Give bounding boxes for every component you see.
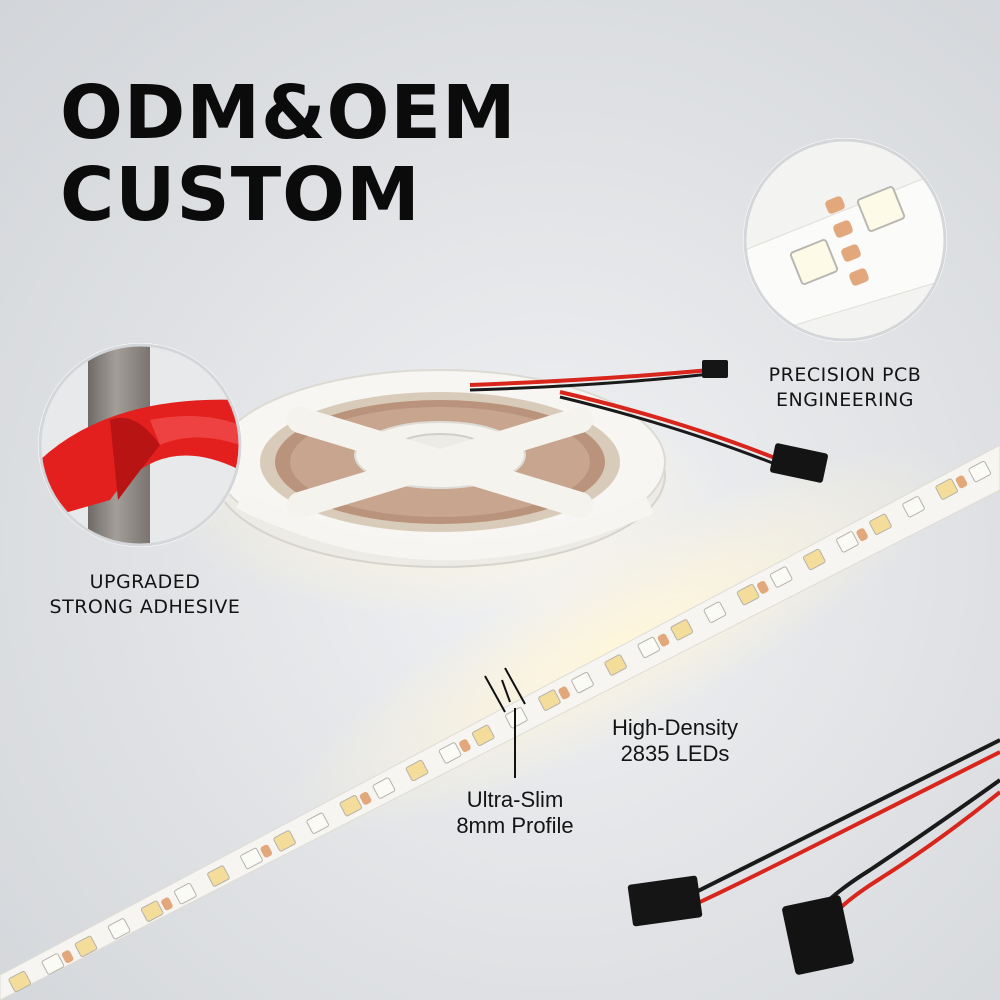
led-strip xyxy=(0,444,1000,1000)
callout-pcb-line-2: ENGINEERING xyxy=(775,389,914,411)
width-dimension-marker xyxy=(484,667,526,778)
led-chip xyxy=(306,812,329,834)
led-chip xyxy=(571,671,594,694)
callout-pcb-line-1: PRECISION PCB xyxy=(768,364,922,386)
led-chip xyxy=(670,619,694,641)
copper-pad xyxy=(955,475,968,489)
wire-black xyxy=(469,372,711,392)
led-chip xyxy=(273,830,296,852)
copper-pad xyxy=(657,633,670,647)
wire-red xyxy=(699,750,1000,904)
connector-plug-icon xyxy=(782,895,854,975)
headline: ODM&OEM CUSTOM xyxy=(60,72,517,236)
connector-plug-icon xyxy=(627,875,703,927)
callout-pcb: PRECISION PCB ENGINEERING xyxy=(740,363,950,413)
wire-black xyxy=(559,395,781,468)
led-chip xyxy=(8,970,32,993)
callout-adhesive: UPGRADED STRONG ADHESIVE xyxy=(30,570,260,620)
wire-red xyxy=(559,390,781,462)
led-chip xyxy=(471,724,495,746)
wire-black xyxy=(689,738,1000,897)
led-chip xyxy=(240,847,263,870)
led-chip xyxy=(935,478,958,500)
copper-pad xyxy=(161,897,173,911)
copper-pad xyxy=(558,686,570,700)
led-chip xyxy=(505,707,528,729)
wire-red xyxy=(469,368,711,387)
callout-adhesive-line-2: STRONG ADHESIVE xyxy=(49,596,241,618)
copper-pad xyxy=(61,950,74,964)
copper-pad xyxy=(260,844,273,858)
led-chip xyxy=(438,742,462,764)
led-chip xyxy=(802,548,826,571)
callout-profile: Ultra-Slim 8mm Profile xyxy=(435,787,595,839)
led-chip xyxy=(836,531,859,553)
led-chip xyxy=(405,759,429,782)
led-chip xyxy=(538,689,561,711)
led-chip xyxy=(41,953,65,975)
led-chip xyxy=(736,584,760,606)
led-chip xyxy=(604,654,627,676)
connector-plug-icon xyxy=(770,443,828,483)
callout-profile-line-2: 8mm Profile xyxy=(456,813,574,838)
headline-line-1: ODM&OEM xyxy=(60,70,517,156)
callout-profile-line-1: Ultra-Slim xyxy=(466,787,564,812)
callout-density-line-1: High-Density xyxy=(612,715,738,740)
headline-line-2: CUSTOM xyxy=(60,152,421,238)
callout-adhesive-line-1: UPGRADED xyxy=(89,571,201,593)
led-chip xyxy=(339,795,363,817)
led-chip xyxy=(207,865,230,887)
led-chip xyxy=(74,935,98,958)
reel-icon xyxy=(214,369,666,568)
copper-pad xyxy=(459,739,471,752)
led-chip xyxy=(174,882,197,905)
led-chip xyxy=(140,900,164,922)
copper-pad xyxy=(757,581,769,594)
led-chip xyxy=(968,460,992,483)
pcb-closeup-icon xyxy=(743,138,947,342)
led-chip xyxy=(902,496,925,518)
led-chip xyxy=(107,918,131,940)
callout-density: High-Density 2835 LEDs xyxy=(590,715,760,767)
callout-density-line-2: 2835 LEDs xyxy=(620,741,730,766)
led-chip xyxy=(769,566,793,588)
adhesive-closeup-icon xyxy=(38,343,242,547)
connector-plug-icon xyxy=(702,360,728,378)
led-chip xyxy=(703,601,727,623)
led-chip xyxy=(637,636,660,659)
copper-pad xyxy=(856,528,868,541)
led-chip xyxy=(372,777,396,799)
led-chip xyxy=(869,513,892,535)
copper-pad xyxy=(359,792,372,805)
